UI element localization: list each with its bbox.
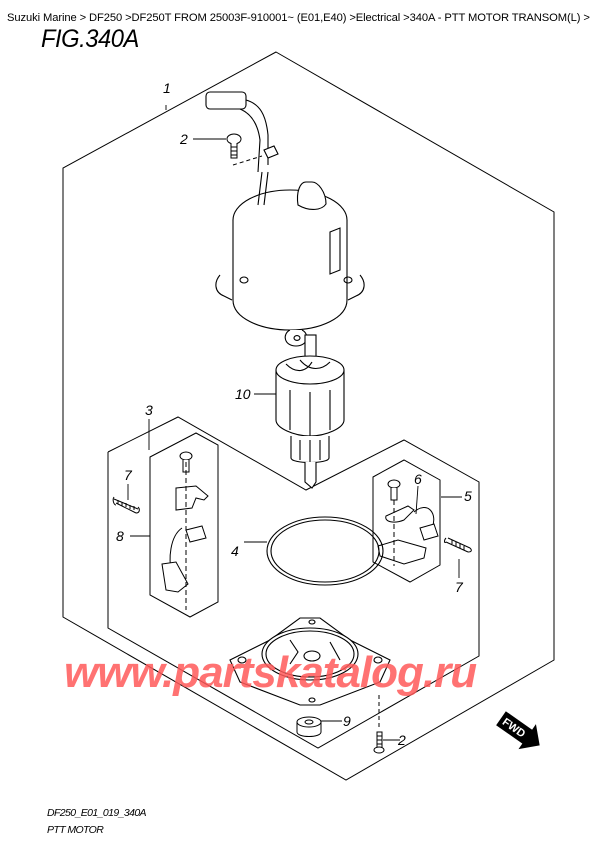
- brush-set-right[interactable]: [377, 479, 439, 566]
- screw-top[interactable]: [226, 133, 263, 166]
- figure-name: PTT MOTOR: [47, 824, 104, 836]
- callout-1: 1: [163, 80, 171, 96]
- callout-8: 8: [116, 528, 124, 544]
- assembly-1-outline: [62, 51, 555, 781]
- callout-5: 5: [464, 488, 472, 504]
- base-plate[interactable]: [229, 617, 391, 706]
- fwd-arrow-icon: FWD: [496, 711, 540, 750]
- figure-title: FIG.340A: [41, 25, 139, 53]
- breadcrumb-text[interactable]: Suzuki Marine > DF250 >DF250T FROM 25003…: [7, 12, 590, 24]
- breadcrumb: Suzuki Marine > DF250 >DF250T FROM 25003…: [7, 12, 590, 24]
- figure-code: DF250_E01_019_340A: [47, 807, 147, 819]
- callout-7-left: 7: [124, 467, 133, 483]
- callout-9: 9: [343, 713, 351, 729]
- brush-set-left[interactable]: [161, 451, 209, 610]
- bushing[interactable]: [296, 716, 322, 737]
- spring-left[interactable]: [112, 496, 140, 514]
- callout-numbers: 1 2 2 3 4 5 6 7 7 8 9 10: [116, 80, 472, 748]
- assembly-8-outline: [149, 432, 219, 618]
- callout-6: 6: [414, 471, 422, 487]
- spring-right[interactable]: [444, 537, 472, 553]
- assembly-3-outline: [107, 416, 480, 749]
- watermark: www.partskatalog.ru: [64, 648, 477, 697]
- callout-2-bottom: 2: [397, 732, 406, 748]
- o-ring[interactable]: [266, 516, 384, 586]
- screw-bottom[interactable]: [373, 695, 385, 754]
- assembly-5-outline: [372, 459, 441, 583]
- callout-10: 10: [235, 386, 251, 402]
- callout-7-right: 7: [455, 579, 464, 595]
- callout-3: 3: [145, 402, 153, 418]
- leader-lines: [127, 105, 462, 741]
- armature[interactable]: [275, 334, 345, 489]
- frame-lines: [62, 51, 555, 781]
- callout-2-top: 2: [179, 131, 188, 147]
- callout-4: 4: [231, 543, 239, 559]
- motor-housing[interactable]: [205, 91, 365, 347]
